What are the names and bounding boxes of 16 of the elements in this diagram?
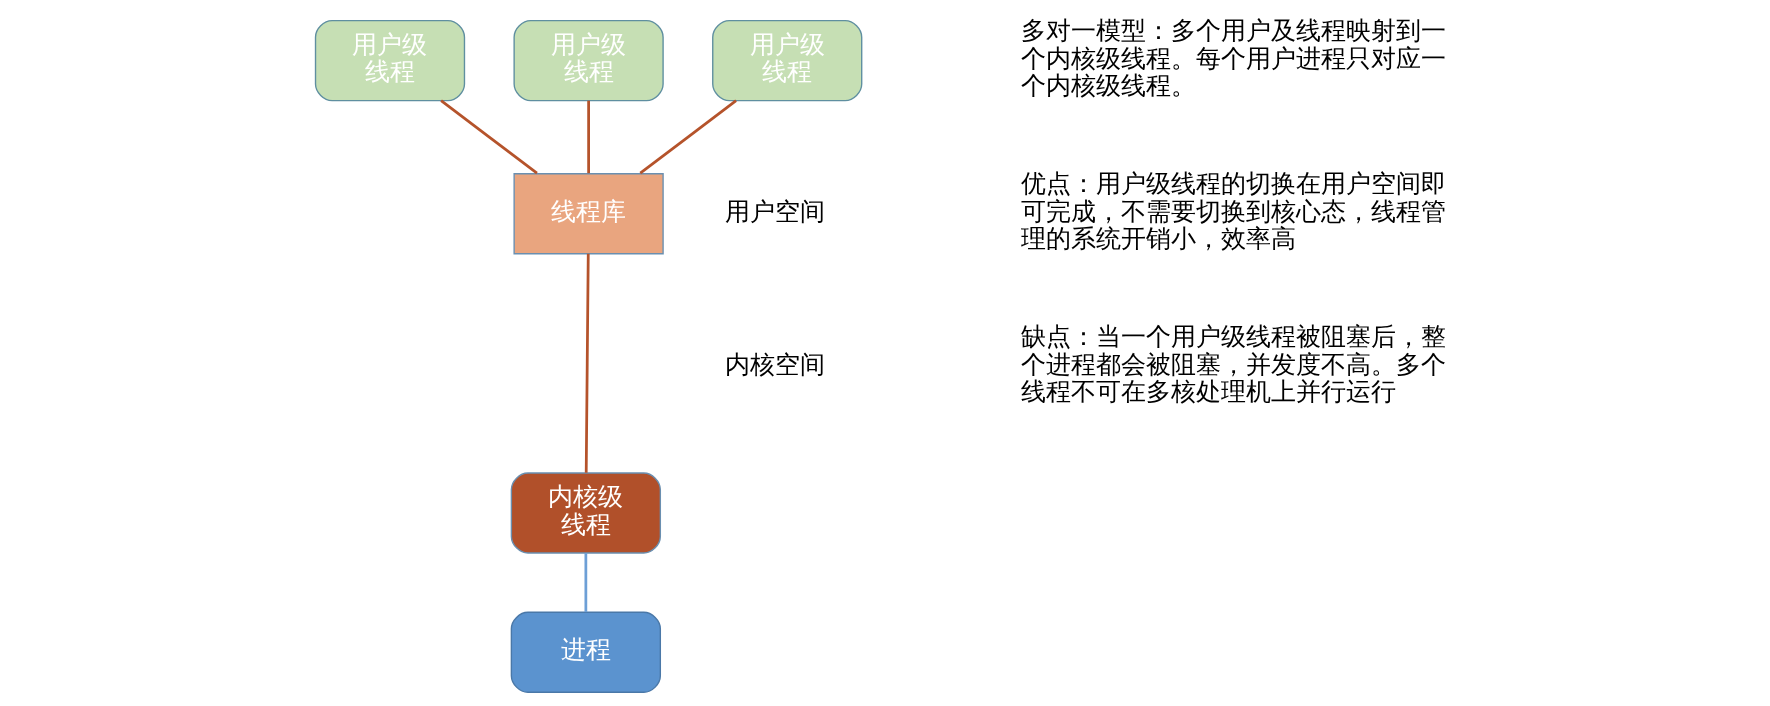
label: 用户空间 xyxy=(724,196,825,226)
node-box: 用户级线程 xyxy=(314,19,465,102)
node-box: 进程 xyxy=(510,611,661,693)
label: 多对一模型：多个用户及线程映射到一个内核级线程。每个用户进程只对应一个内核级线程。 xyxy=(1020,16,1446,101)
label: 优点：用户级线程的切换在用户空间即可完成，不需要切换到核心态，线程管理的系统开销小，效率高 xyxy=(1020,169,1446,254)
node-box: 线程库 xyxy=(512,173,664,255)
connector xyxy=(638,99,737,175)
node-box: 用户级线程 xyxy=(711,19,862,102)
label: 缺点：当一个用户级线程被阻塞后，整个进程都会被阻塞，并发度不高。多个线程不可在多核处理机上并行运行 xyxy=(1020,322,1446,407)
label: 内核空间 xyxy=(724,349,825,379)
connector xyxy=(583,553,587,613)
connector xyxy=(439,99,538,175)
node-box: 内核级线程 xyxy=(510,472,661,554)
connector xyxy=(584,253,590,473)
connector xyxy=(586,100,590,174)
node-box: 用户级线程 xyxy=(512,19,664,102)
